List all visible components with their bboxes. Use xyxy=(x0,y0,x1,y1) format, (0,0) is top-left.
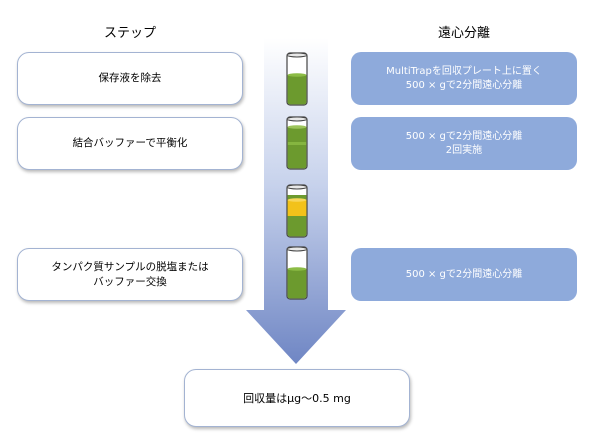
step-desalt-exchange: タンパク質サンプルの脱塩または バッファー交換 xyxy=(17,248,243,301)
tube-icon xyxy=(286,116,308,170)
step-equilibrate: 結合バッファーで平衡化 xyxy=(17,117,243,170)
centrifuge-line1: 500 × gで2分間遠心分離 xyxy=(405,268,523,280)
tube-icon xyxy=(286,184,308,238)
centrifuge-line1: 500 × gで2分間遠心分離 xyxy=(405,131,523,142)
centrifuge-step-2: 500 × gで2分間遠心分離 2回実施 xyxy=(351,117,577,170)
step-label-line1: タンパク質サンプルの脱塩または xyxy=(51,261,209,274)
step-label-line2: バッファー交換 xyxy=(93,275,167,288)
step-label: 結合バッファーで平衡化 xyxy=(72,137,188,150)
centrifuge-header: 遠心分離 xyxy=(438,26,491,41)
tube-icon xyxy=(286,246,308,300)
centrifuge-step-1: MultiTrapを回収プレート上に置く 500 × gで2分間遠心分離 xyxy=(351,52,577,105)
tube-icon xyxy=(286,52,308,106)
centrifuge-line2: 500 × gで2分間遠心分離 xyxy=(405,79,523,91)
result-box: 回収量はµg～0.5 mg xyxy=(184,369,410,427)
step-label: 保存液を除去 xyxy=(98,72,162,85)
steps-header: ステップ xyxy=(104,26,157,41)
result-label: 回収量はµg～0.5 mg xyxy=(243,392,351,405)
centrifuge-step-3: 500 × gで2分間遠心分離 xyxy=(351,248,577,301)
step-remove-storage-solution: 保存液を除去 xyxy=(17,52,243,105)
centrifuge-line2: 2回実施 xyxy=(445,144,483,156)
centrifuge-line1: MultiTrapを回収プレート上に置く xyxy=(386,66,542,77)
